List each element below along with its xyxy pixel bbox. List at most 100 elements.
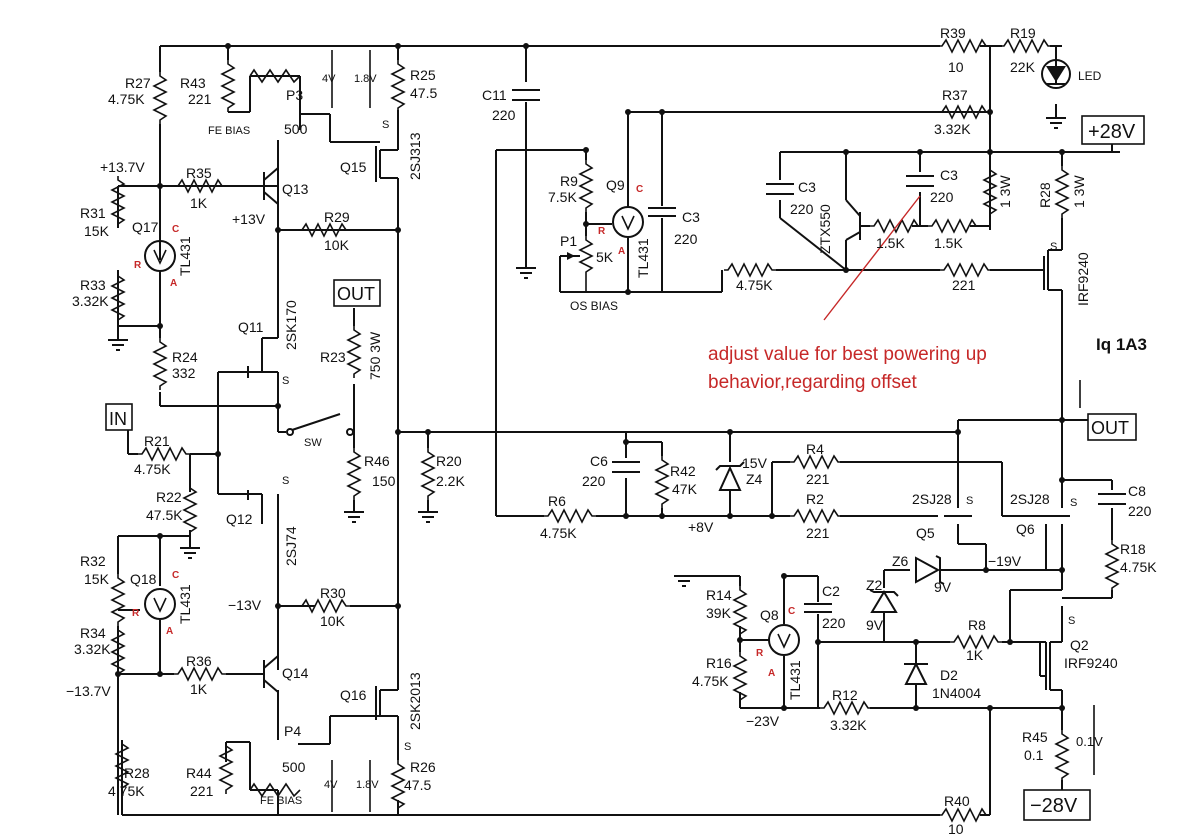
svg-text:2SJ28: 2SJ28 <box>1010 491 1050 507</box>
svg-text:R21: R21 <box>144 433 170 449</box>
svg-text:ZTX550: ZTX550 <box>817 204 833 254</box>
svg-text:4.75K: 4.75K <box>692 673 729 689</box>
svg-text:S: S <box>382 119 389 131</box>
capacitor-c2 <box>804 603 832 613</box>
resistor-r42 <box>655 455 669 509</box>
resistor-r6 <box>543 509 597 523</box>
svg-text:C3: C3 <box>798 179 816 195</box>
resistor-r24 <box>153 337 167 391</box>
svg-text:Q2: Q2 <box>1070 637 1089 653</box>
svg-text:FE BIAS: FE BIAS <box>260 795 302 807</box>
svg-text:P4: P4 <box>284 723 301 739</box>
svg-text:+8V: +8V <box>688 519 714 535</box>
svg-text:−19V: −19V <box>988 553 1022 569</box>
svg-text:220: 220 <box>1128 503 1152 519</box>
svg-text:TL431: TL431 <box>177 584 193 624</box>
svg-text:R18: R18 <box>1120 541 1146 557</box>
pot-p1 <box>578 236 594 292</box>
svg-text:1.5K: 1.5K <box>876 235 905 251</box>
svg-text:1K: 1K <box>190 681 208 697</box>
svg-text:39K: 39K <box>706 605 732 621</box>
svg-text:R8: R8 <box>968 617 986 633</box>
svg-text:A: A <box>618 246 625 257</box>
svg-text:3.32K: 3.32K <box>830 717 867 733</box>
svg-text:C3: C3 <box>940 167 958 183</box>
svg-text:Q14: Q14 <box>282 665 309 681</box>
terminal-boxes <box>105 115 1145 821</box>
svg-text:C11: C11 <box>482 87 507 103</box>
svg-text:Q18: Q18 <box>130 571 157 587</box>
resistor-r9 <box>579 159 593 213</box>
jfet-q11 <box>247 337 278 378</box>
svg-text:Q11: Q11 <box>238 319 264 335</box>
svg-text:4.75K: 4.75K <box>1120 559 1157 575</box>
svg-text:R22: R22 <box>156 489 182 505</box>
svg-text:A: A <box>170 278 177 289</box>
svg-text:Q17: Q17 <box>132 219 159 235</box>
tl431-pin-labels: C R A C R A C R A C R A <box>132 184 795 679</box>
svg-text:S: S <box>404 741 411 753</box>
svg-text:R20: R20 <box>436 453 462 469</box>
svg-text:9V: 9V <box>866 617 884 633</box>
svg-text:R26: R26 <box>410 759 436 775</box>
svg-text:P3: P3 <box>286 87 303 103</box>
svg-text:1N4004: 1N4004 <box>932 685 981 701</box>
svg-text:D2: D2 <box>940 667 958 683</box>
svg-text:R: R <box>134 260 142 271</box>
svg-text:−28V: −28V <box>1030 795 1078 817</box>
svg-text:500: 500 <box>282 759 306 775</box>
resistor-r12 <box>819 701 873 715</box>
resistor-r19 <box>999 39 1053 53</box>
zener-z6 <box>915 555 945 585</box>
svg-text:R45: R45 <box>1022 729 1048 745</box>
svg-text:3.32K: 3.32K <box>934 121 971 137</box>
capacitor-c3-b <box>766 183 794 195</box>
svg-text:750 3W: 750 3W <box>367 331 383 380</box>
ground-r46 <box>343 511 365 523</box>
svg-text:C: C <box>788 606 795 617</box>
svg-text:10K: 10K <box>320 613 346 629</box>
resistor-r43 <box>221 59 235 113</box>
svg-text:4.75K: 4.75K <box>134 461 171 477</box>
svg-text:47K: 47K <box>672 481 698 497</box>
svg-text:2SJ28: 2SJ28 <box>912 491 952 507</box>
resistor-r46 <box>347 447 361 501</box>
svg-text:R4: R4 <box>806 441 824 457</box>
bjt-ztx550 <box>845 199 861 241</box>
resistor-r45 <box>1055 729 1069 783</box>
svg-text:R12: R12 <box>832 687 858 703</box>
svg-text:500: 500 <box>284 121 308 137</box>
capacitor-c3-c <box>906 175 934 187</box>
tl431-q18 <box>144 588 176 620</box>
svg-text:220: 220 <box>822 615 846 631</box>
resistor-r25 <box>391 59 405 113</box>
switch-sw <box>286 413 354 436</box>
svg-text:R39: R39 <box>940 25 966 41</box>
potentiometers <box>249 68 594 798</box>
svg-text:Q16: Q16 <box>340 687 367 703</box>
svg-text:FE BIAS: FE BIAS <box>208 125 250 137</box>
svg-text:Q15: Q15 <box>340 159 367 175</box>
svg-text:2.2K: 2.2K <box>436 473 465 489</box>
svg-text:15K: 15K <box>84 571 110 587</box>
svg-text:150: 150 <box>372 473 396 489</box>
svg-text:R16: R16 <box>706 655 732 671</box>
svg-text:4.75K: 4.75K <box>108 91 145 107</box>
svg-text:1K: 1K <box>966 647 984 663</box>
svg-text:R31: R31 <box>80 205 106 221</box>
svg-text:R37: R37 <box>942 87 968 103</box>
svg-text:Q12: Q12 <box>226 511 253 527</box>
svg-text:R23: R23 <box>320 349 346 365</box>
svg-text:C: C <box>636 184 643 195</box>
svg-text:+13V: +13V <box>232 211 266 227</box>
ground-r22 <box>179 547 201 559</box>
svg-text:R24: R24 <box>172 349 198 365</box>
svg-text:−13V: −13V <box>228 597 262 613</box>
svg-text:221: 221 <box>188 91 212 107</box>
svg-text:IN: IN <box>109 409 127 429</box>
resistor-r36 <box>173 667 227 681</box>
svg-text:TL431: TL431 <box>635 238 651 278</box>
svg-text:R6: R6 <box>548 493 566 509</box>
capacitors <box>512 89 1126 613</box>
